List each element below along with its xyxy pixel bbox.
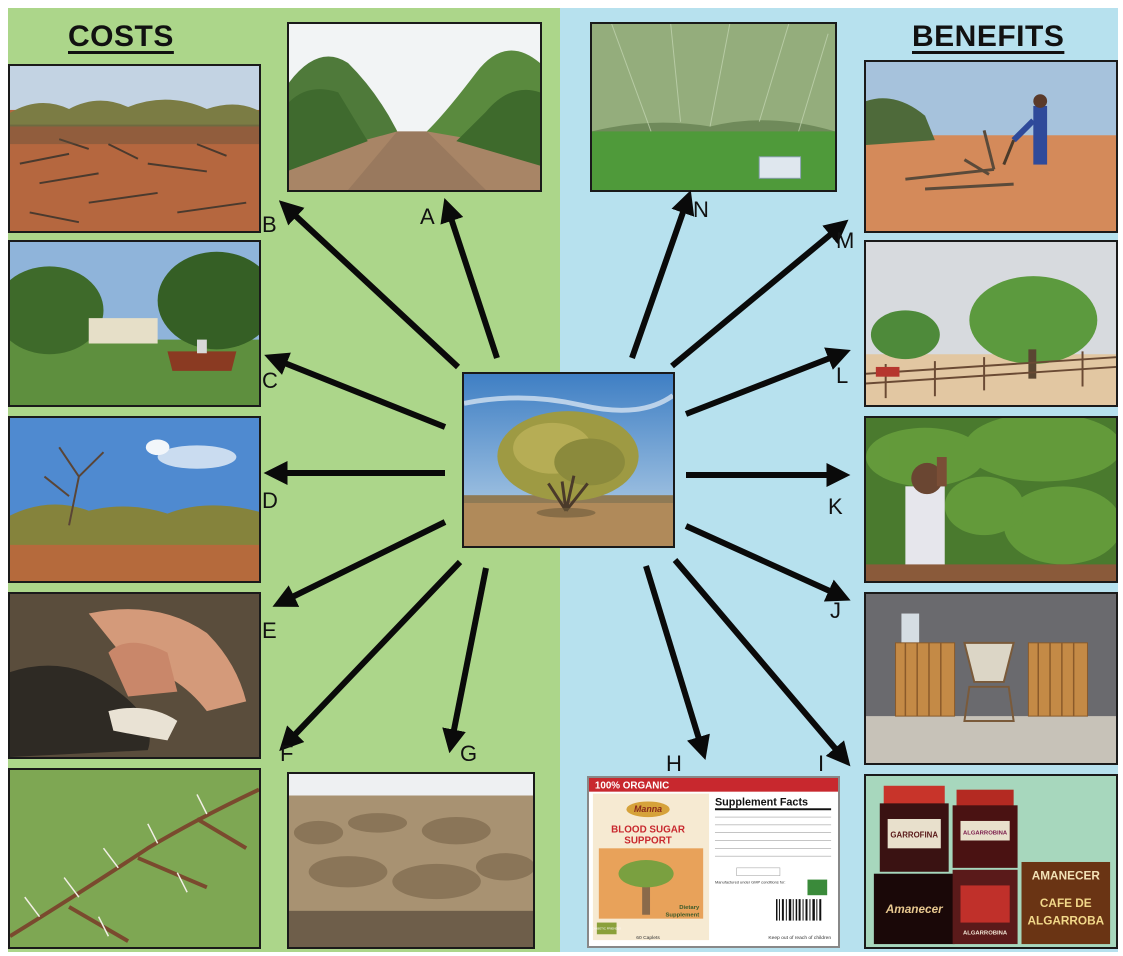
photo-c-water-trough [8,240,261,407]
label-h: H [666,751,682,776]
jar3-label: ALGARROBINA [963,930,1008,936]
pack-line1: CAFE DE [1040,897,1092,910]
label-m: M [836,228,855,253]
photo-n-beehive-grove [590,22,837,192]
dietary-line2: Supplement [665,913,699,919]
arrow-a [440,198,500,359]
arrow-i [672,558,851,767]
product-line2: SUPPORT [624,835,672,846]
label-f: F [280,741,294,766]
photo-a-riverbed [287,22,542,192]
arrow-f [279,559,463,752]
central-tree-photo [462,372,675,548]
label-g: G [460,741,478,766]
arrow-e [272,519,447,607]
dietary-line1: Dietary [679,905,700,911]
photo-m-woodcutter [864,60,1118,233]
arrow-j [684,523,851,602]
photo-l-shade-tree [864,240,1118,407]
label-k: K [828,494,843,519]
arrow-n [629,190,695,359]
photo-g-dry-shrubland [287,772,535,949]
manufactured-text: Manufactured under GMP conditions for: [715,880,786,885]
label-i: I [818,751,825,776]
diabetic-badge: DIABETIC FRIENDLY [592,926,621,930]
photo-d-dead-tree [8,416,261,583]
warning-text: Keep out of reach of children [768,935,831,941]
arrow-l [684,347,851,417]
label-e: E [262,618,277,643]
costs-heading: COSTS [68,20,174,53]
photo-j-wooden-chairs [864,592,1118,765]
brand-name: Manna [634,804,662,814]
photo-i-carob-products: GARROFINA ALGARROBINA Amanecer ALGARROBI… [864,774,1118,949]
photo-f-thorns [8,768,261,949]
arrow-h [643,565,710,761]
arrow-c [264,352,447,430]
photo-b-cleared-land [8,64,261,233]
arrow-m [670,219,849,369]
jar2-label: ALGARROBINA [963,831,1008,837]
benefits-heading: BENEFITS [912,20,1065,53]
product-line1: BLOOD SUGAR [611,825,685,836]
label-j: J [830,598,841,623]
bottle-label: Amanecer [885,903,944,916]
facts-title: Supplement Facts [715,796,808,808]
label-b: B [262,212,277,237]
pack-line2: ALGARROBA [1027,915,1104,928]
label-c: C [262,368,278,393]
photo-h-supplement-label: 100% ORGANIC Manna BLOOD SUGAR SUPPORT D… [587,776,840,948]
label-l: L [836,363,849,388]
caplet-count: 60 Caplets [636,935,660,941]
arrow-g [442,567,489,754]
label-n: N [693,197,709,222]
photo-e-animal-teeth [8,592,261,759]
jar1-label: GARROFINA [890,831,938,840]
arrow-b [278,200,461,370]
label-d: D [262,488,278,513]
label-a: A [420,204,435,229]
pack-top-label: AMANECER [1032,870,1101,883]
photo-k-boy-picking-pods [864,416,1118,583]
organic-banner: 100% ORGANIC [595,781,669,792]
